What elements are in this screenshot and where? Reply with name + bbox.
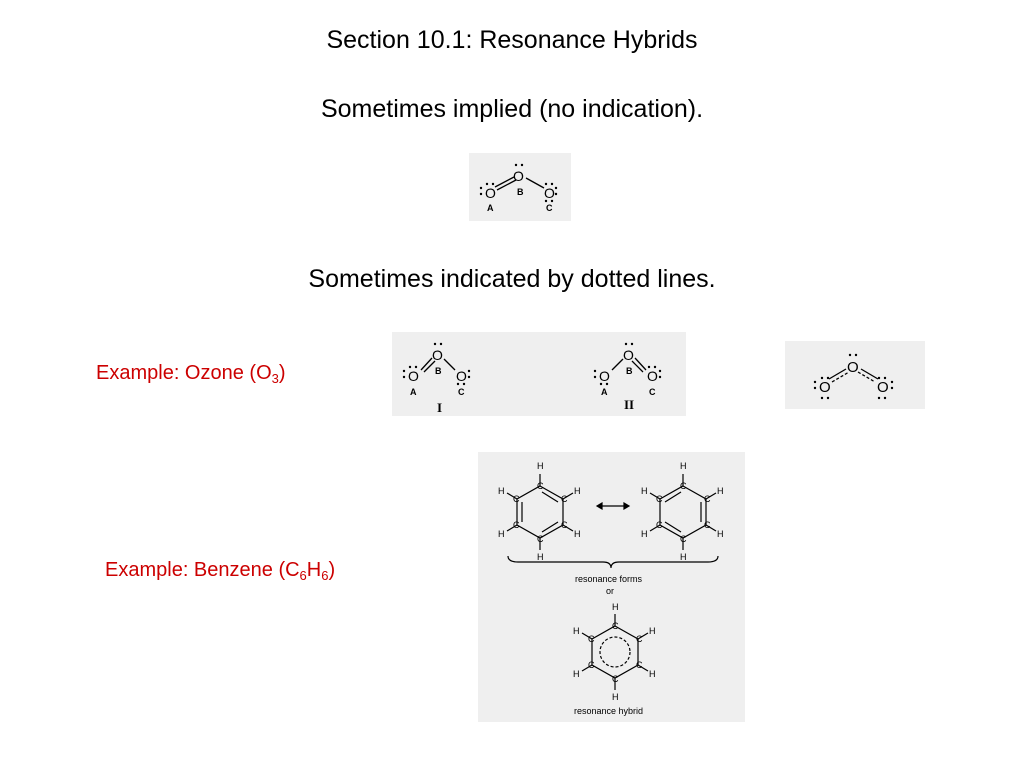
form2-label-b: B [626, 366, 633, 376]
atom-h: H [612, 692, 619, 702]
benzene-carbon-labels: C C C C C C C C C C C C C C C C C C [513, 481, 711, 684]
atom-h: H [680, 461, 687, 471]
implied-caption: Sometimes implied (no indication). [320, 95, 704, 123]
atom-c: C [588, 634, 595, 644]
form2-atom-o-a: O [599, 368, 610, 384]
label-c: C [546, 203, 553, 213]
ozone-forms-diagram: O O O B A C I O O O B A C II [402, 342, 662, 415]
benzene-example-label: Example: Benzene (C6H6) [105, 559, 335, 582]
atom-h: H [573, 669, 580, 679]
label-b: B [517, 187, 524, 197]
form2-numeral: II [624, 397, 634, 412]
atom-h: H [573, 626, 580, 636]
atom-c: C [680, 534, 687, 544]
form2-label-c: C [649, 387, 656, 397]
form2-label-a: A [601, 387, 608, 397]
ozone-implied-figure: O O O B A C [469, 153, 571, 221]
atom-h: H [537, 552, 544, 562]
benzene-hybrid [581, 614, 649, 690]
benzene-diagram: resonance forms or resonance hybrid C C … [498, 461, 724, 716]
atom-o-b: O [513, 168, 524, 184]
ozone-hybrid-diagram: O O O [813, 353, 894, 400]
atom-c: C [636, 634, 643, 644]
form1-lone-pairs [402, 342, 471, 386]
ozone-hybrid-figure: O O O [785, 341, 925, 409]
benzene-suffix: ) [328, 559, 336, 581]
atom-c: C [656, 494, 663, 504]
atom-c: C [704, 520, 711, 530]
form2-lone-pairs [593, 342, 662, 386]
resonance-hybrid-label: resonance hybrid [574, 706, 643, 716]
slide-title: Section 10.1: Resonance Hybrids [326, 26, 698, 54]
atom-h: H [498, 529, 505, 539]
ozone-subscript: 3 [271, 371, 279, 386]
atom-h: H [717, 529, 724, 539]
atom-c: C [636, 660, 643, 670]
hybrid-atom-o-center: O [847, 359, 859, 376]
atom-h: H [680, 552, 687, 562]
resonance-arrow-icon [595, 501, 631, 511]
atom-c: C [612, 674, 619, 684]
atom-h: H [717, 486, 724, 496]
atom-h: H [649, 626, 656, 636]
atom-h: H [641, 529, 648, 539]
hybrid-lone-pairs [813, 353, 894, 400]
atom-h: H [649, 669, 656, 679]
form2-atom-o-b: O [623, 347, 634, 363]
benzene-kekule-left [506, 474, 574, 550]
resonance-forms-brace [507, 555, 719, 569]
atom-c: C [656, 520, 663, 530]
atom-h: H [641, 486, 648, 496]
benzene-sub-c: 6 [299, 568, 307, 583]
benzene-resonance-figure: resonance forms or resonance hybrid C C … [478, 452, 745, 722]
form1-label-a: A [410, 387, 417, 397]
benzene-kekule-right [649, 474, 717, 550]
atom-c: C [513, 494, 520, 504]
hybrid-atom-o-left: O [819, 379, 831, 396]
benzene-mid: H [306, 559, 322, 581]
ozone-resonance-forms-figure: O O O B A C I O O O B A C II [392, 332, 686, 416]
form1-atom-o-b: O [432, 347, 443, 363]
benzene-prefix: Example: Benzene (C [105, 559, 300, 581]
atom-h: H [574, 529, 581, 539]
atom-c: C [561, 520, 568, 530]
atom-o-c: O [544, 185, 555, 201]
form1-atom-o-c: O [456, 368, 467, 384]
or-label: or [606, 586, 614, 596]
atom-c: C [513, 520, 520, 530]
atom-c: C [680, 481, 687, 491]
benzene-hydrogen-labels: H H H H H H H H H H H H H H H H H H [498, 461, 724, 702]
atom-c: C [537, 534, 544, 544]
atom-h: H [612, 602, 619, 612]
ozone-prefix: Example: Ozone (O [96, 362, 272, 384]
atom-c: C [537, 481, 544, 491]
form1-label-c: C [458, 387, 465, 397]
dotted-caption: Sometimes indicated by dotted lines. [308, 265, 716, 293]
hybrid-atom-o-right: O [877, 379, 889, 396]
atom-h: H [574, 486, 581, 496]
atom-c: C [612, 621, 619, 631]
atom-h: H [498, 486, 505, 496]
label-a: A [487, 203, 494, 213]
form1-numeral: I [437, 400, 442, 415]
atom-h: H [537, 461, 544, 471]
atom-c: C [588, 660, 595, 670]
lone-pair-dots [479, 163, 558, 203]
resonance-forms-label: resonance forms [575, 574, 643, 584]
atom-c: C [704, 494, 711, 504]
ozone-implied-diagram: O O O B A C [479, 163, 558, 213]
atom-o-a: O [485, 185, 496, 201]
form1-atom-o-a: O [408, 368, 419, 384]
ozone-suffix: ) [278, 362, 286, 384]
form1-label-b: B [435, 366, 442, 376]
atom-c: C [561, 494, 568, 504]
benzene-sub-h: 6 [321, 568, 329, 583]
ozone-example-label: Example: Ozone (O3) [96, 362, 286, 385]
form2-atom-o-c: O [647, 368, 658, 384]
